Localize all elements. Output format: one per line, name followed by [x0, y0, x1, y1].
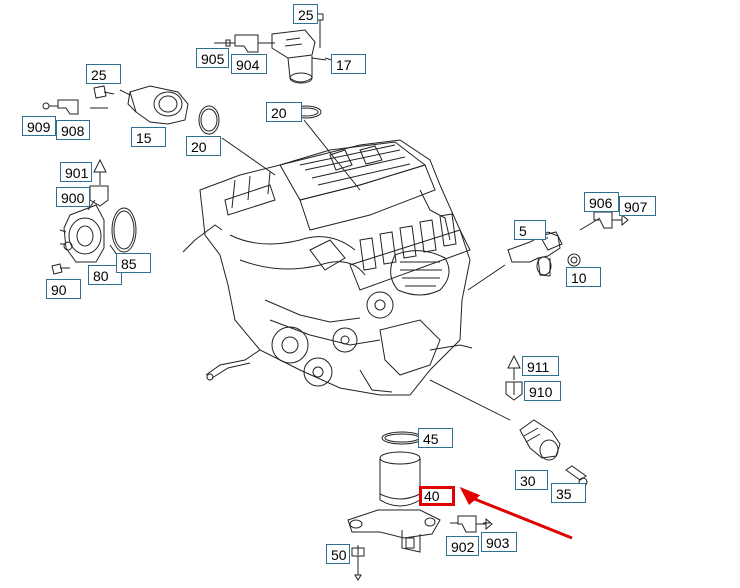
part-80-actuator — [59, 204, 105, 263]
callout-5[interactable]: 5 — [514, 220, 546, 240]
callout-10[interactable]: 10 — [566, 267, 601, 287]
highlight-arrow — [459, 486, 573, 540]
callout-907[interactable]: 907 — [619, 196, 656, 216]
part-15-housing — [127, 85, 189, 125]
part-904-plug — [234, 34, 259, 53]
callout-45[interactable]: 45 — [418, 428, 453, 448]
part-906-plug — [593, 211, 613, 229]
callout-908[interactable]: 908 — [56, 120, 90, 140]
part-902-plug — [457, 515, 477, 533]
part-40-solenoid — [379, 451, 421, 507]
callout-902[interactable]: 902 — [446, 536, 479, 556]
callout-50[interactable]: 50 — [326, 544, 350, 564]
part-10-nut — [567, 253, 581, 267]
part-20-oring-left — [198, 105, 220, 135]
solenoid-bracket — [347, 509, 441, 553]
part-85-oring — [111, 207, 137, 253]
callout-25-top[interactable]: 25 — [293, 4, 318, 24]
part-911-pin — [507, 354, 521, 380]
part-903-pin — [476, 517, 493, 531]
callout-30[interactable]: 30 — [515, 470, 548, 490]
callout-85[interactable]: 85 — [116, 253, 151, 273]
part-900-plug — [89, 185, 109, 207]
callout-40-highlighted[interactable]: 40 — [419, 486, 455, 506]
callout-900[interactable]: 900 — [56, 187, 90, 207]
callout-25-left[interactable]: 25 — [86, 64, 121, 84]
callout-20-left[interactable]: 20 — [186, 136, 221, 156]
part-30-sensor — [519, 419, 561, 461]
callout-35[interactable]: 35 — [551, 483, 586, 503]
part-908-plug — [57, 99, 79, 115]
part-50-bolt — [351, 547, 365, 581]
part-909-pin — [42, 102, 58, 110]
callout-910[interactable]: 910 — [524, 381, 561, 401]
callout-15[interactable]: 15 — [131, 127, 166, 147]
part-90-bolt — [51, 263, 70, 275]
callout-20-top[interactable]: 20 — [266, 102, 302, 122]
callout-906[interactable]: 906 — [584, 192, 619, 212]
callout-909[interactable]: 909 — [22, 116, 56, 136]
part-910-plug — [505, 381, 523, 401]
callout-80[interactable]: 80 — [88, 265, 122, 285]
part-45-oring — [381, 431, 423, 445]
part-901-pin — [93, 158, 107, 184]
part-907-pin — [612, 213, 629, 227]
part-17-sensor — [271, 29, 327, 84]
callout-904[interactable]: 904 — [231, 54, 267, 74]
callout-901[interactable]: 901 — [60, 162, 92, 182]
callout-903[interactable]: 903 — [481, 532, 517, 552]
part-905-pin — [214, 39, 231, 47]
callout-911[interactable]: 911 — [522, 356, 559, 376]
engine-assembly — [182, 139, 473, 396]
part-25-bolt-left — [93, 85, 115, 99]
callout-90[interactable]: 90 — [46, 279, 81, 299]
callout-17[interactable]: 17 — [331, 54, 366, 74]
callout-905[interactable]: 905 — [196, 48, 229, 68]
